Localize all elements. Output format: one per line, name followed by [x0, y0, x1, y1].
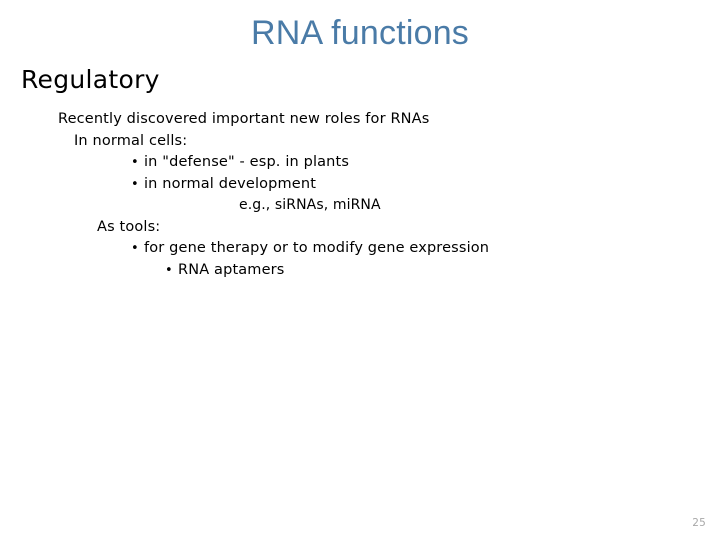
- body-line-gene-therapy: • for gene therapy or to modify gene expr…: [131, 238, 720, 260]
- body-line-text: As tools:: [97, 218, 161, 235]
- body-line-as-tools: As tools:: [97, 217, 720, 239]
- bullet-icon: •: [131, 241, 139, 256]
- section-heading: Regulatory: [21, 65, 160, 94]
- body-line-text: Recently discovered important new roles …: [58, 111, 430, 127]
- body-line-text: in normal development: [144, 175, 317, 192]
- body-text-block: Recently discovered important new roles …: [0, 109, 720, 281]
- body-line-text: In normal cells:: [74, 132, 188, 149]
- body-line-text: for gene therapy or to modify gene expre…: [144, 240, 490, 256]
- body-line-in-normal-development: • in normal development: [131, 174, 720, 196]
- body-line-text: RNA aptamers: [178, 261, 285, 278]
- body-line-examples: e.g., siRNAs, miRNA: [239, 195, 720, 217]
- bullet-icon: •: [165, 262, 173, 278]
- body-line-rna-aptamers: • RNA aptamers: [165, 260, 720, 282]
- body-line-text: e.g., siRNAs, miRNA: [239, 197, 381, 213]
- body-line-text: in "defense" - esp. in plants: [144, 154, 350, 170]
- page-number: 25: [692, 517, 706, 529]
- bullet-icon: •: [131, 176, 139, 192]
- bullet-icon: •: [131, 155, 139, 170]
- page-title: RNA functions: [250, 14, 470, 52]
- body-line-in-defense: • in "defense" - esp. in plants: [131, 152, 720, 174]
- body-line-in-normal-cells: In normal cells:: [74, 131, 720, 153]
- body-line-recently-discovered: Recently discovered important new roles …: [58, 109, 720, 131]
